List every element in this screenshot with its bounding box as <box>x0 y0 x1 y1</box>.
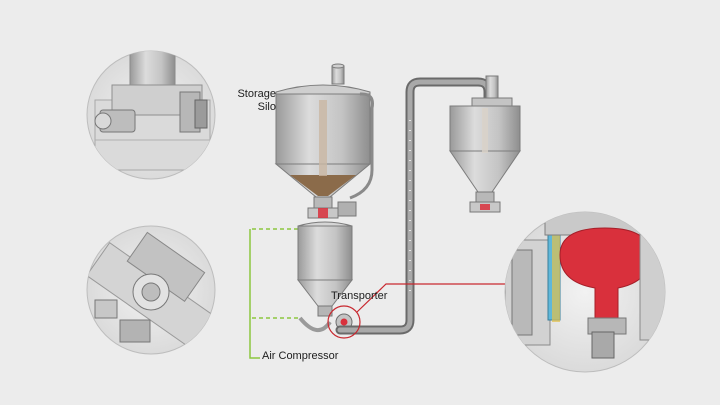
air-compressor-label: Air Compressor <box>262 350 339 362</box>
storage-silo <box>274 63 374 219</box>
transporter-label: Transporter <box>331 290 388 302</box>
detail-circle-bottom <box>86 225 216 355</box>
storage-silo-label-line1: Storage <box>237 88 276 100</box>
transporter-vessel <box>296 221 354 332</box>
receiving-hopper <box>449 75 521 213</box>
storage-silo-label-line2: Silo <box>257 101 276 113</box>
air-compressor-lines <box>249 228 300 359</box>
storage-silo-label: Storage Silo <box>226 88 276 114</box>
detail-circle-top <box>86 50 216 180</box>
callout-line <box>327 283 508 339</box>
detail-circle-valve <box>504 211 666 373</box>
